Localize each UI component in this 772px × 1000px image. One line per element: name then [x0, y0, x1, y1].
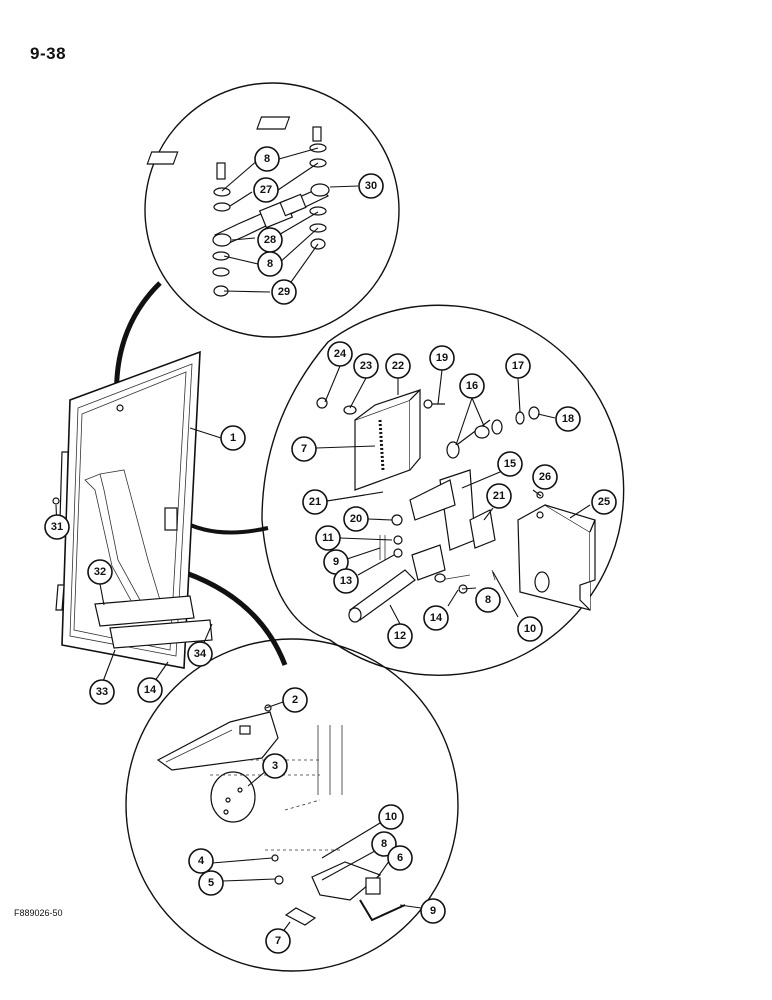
page-number: 9-38: [30, 44, 67, 63]
callout: 26: [532, 464, 558, 490]
svg-text:8: 8: [267, 258, 273, 270]
svg-text:25: 25: [598, 496, 610, 508]
callout: 8: [257, 251, 283, 277]
callout: 17: [505, 353, 531, 379]
svg-text:33: 33: [96, 686, 108, 698]
svg-text:8: 8: [264, 153, 270, 165]
svg-text:30: 30: [365, 180, 377, 192]
svg-text:27: 27: [260, 184, 272, 196]
svg-text:19: 19: [436, 352, 448, 364]
svg-text:32: 32: [94, 566, 106, 578]
callout: 3: [262, 753, 288, 779]
callout: 2: [282, 687, 308, 713]
handle-detail-circle: [125, 638, 459, 972]
callout: 12: [387, 623, 413, 649]
svg-text:28: 28: [264, 234, 276, 246]
svg-text:10: 10: [524, 623, 536, 635]
callout: 33: [89, 679, 115, 705]
callout: 27: [253, 177, 279, 203]
svg-text:6: 6: [397, 852, 403, 864]
connector-handle: [185, 570, 288, 666]
callout: 14: [137, 677, 163, 703]
svg-text:34: 34: [194, 648, 207, 660]
callout: 22: [385, 353, 411, 379]
callout: 34: [187, 641, 213, 667]
top-detail-circle: [144, 82, 400, 338]
callout: 7: [265, 928, 291, 954]
callout: 28: [257, 227, 283, 253]
callout: 25: [591, 489, 617, 515]
callout: 10: [517, 616, 543, 642]
figure-code: F889026-50: [14, 908, 63, 918]
callout: 32: [87, 559, 113, 585]
callout: 31: [44, 514, 70, 540]
callout: 15: [497, 451, 523, 477]
callout: 16: [459, 373, 485, 399]
callout: 8: [254, 146, 280, 172]
svg-text:14: 14: [430, 612, 443, 624]
door-frame: [52, 350, 213, 669]
svg-text:13: 13: [340, 575, 352, 587]
svg-text:21: 21: [309, 496, 321, 508]
svg-text:2: 2: [292, 694, 298, 706]
callout: 30: [358, 173, 384, 199]
leader-lines: [55, 147, 591, 938]
callout: 7: [291, 436, 317, 462]
svg-text:10: 10: [385, 811, 397, 823]
svg-text:12: 12: [394, 630, 406, 642]
svg-text:18: 18: [562, 413, 574, 425]
callout: 20: [343, 506, 369, 532]
latch-detail-parts: [316, 388, 596, 623]
svg-text:1: 1: [230, 432, 236, 444]
svg-text:5: 5: [208, 877, 214, 889]
callout: 14: [423, 605, 449, 631]
connector-latch: [179, 518, 269, 535]
svg-text:31: 31: [51, 521, 63, 533]
svg-text:7: 7: [301, 443, 307, 455]
callout: 19: [429, 345, 455, 371]
callout: 13: [333, 568, 359, 594]
callout: 24: [327, 341, 353, 367]
svg-text:24: 24: [334, 348, 347, 360]
callout: 11: [315, 525, 341, 551]
callout: 8: [475, 587, 501, 613]
svg-text:17: 17: [512, 360, 524, 372]
callout: 6: [387, 845, 413, 871]
svg-text:20: 20: [350, 513, 362, 525]
svg-text:22: 22: [392, 360, 404, 372]
svg-text:4: 4: [198, 855, 205, 867]
callout: 23: [353, 353, 379, 379]
svg-text:11: 11: [322, 532, 334, 544]
latch-detail-arc: [261, 304, 625, 676]
svg-text:23: 23: [360, 360, 372, 372]
svg-text:3: 3: [272, 760, 278, 772]
callout: 4: [188, 848, 214, 874]
svg-text:8: 8: [381, 838, 387, 850]
callout: 1: [220, 425, 246, 451]
svg-text:14: 14: [144, 684, 157, 696]
svg-text:7: 7: [275, 935, 281, 947]
callout: 21: [486, 483, 512, 509]
callout: 18: [555, 406, 581, 432]
callout: 8: [371, 831, 397, 857]
svg-text:16: 16: [466, 380, 478, 392]
callout: 5: [198, 870, 224, 896]
callout: 21: [302, 489, 328, 515]
svg-text:9: 9: [430, 905, 436, 917]
svg-text:15: 15: [504, 458, 516, 470]
svg-text:26: 26: [539, 471, 551, 483]
top-detail-parts: [146, 116, 330, 297]
svg-text:29: 29: [278, 286, 290, 298]
svg-text:8: 8: [485, 594, 491, 606]
handle-detail-parts: [156, 704, 406, 926]
callout: 29: [271, 279, 297, 305]
svg-text:21: 21: [493, 490, 505, 502]
svg-text:9: 9: [333, 556, 339, 568]
callout: 9: [420, 898, 446, 924]
callout: 10: [378, 804, 404, 830]
